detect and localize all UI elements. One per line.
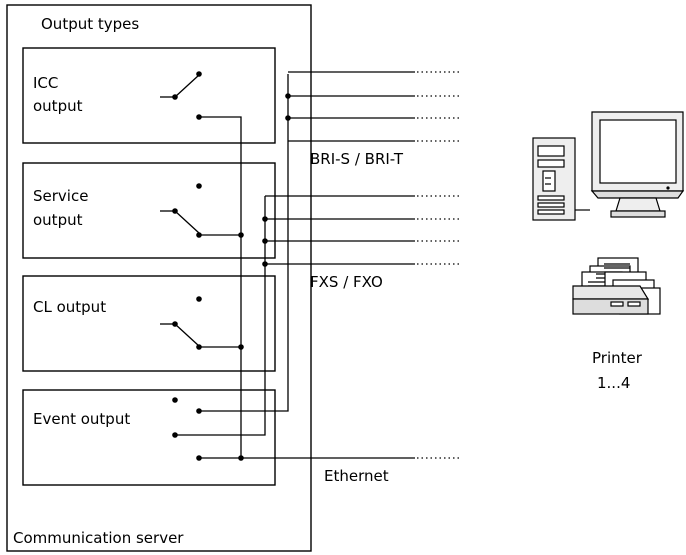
icc-output-label-line2: output	[33, 97, 83, 115]
service-output-box	[22, 162, 276, 259]
communication-server-box	[6, 4, 312, 552]
event-output-box	[22, 389, 276, 486]
event-output-label: Event output	[33, 410, 131, 428]
printer-range-label: 1...4	[597, 374, 631, 392]
computer-icon	[532, 111, 685, 221]
fxs-label: FXS / FXO	[310, 273, 383, 291]
printer-stack-icon	[572, 257, 661, 315]
cl-output-box	[22, 275, 276, 372]
output-types-title: Output types	[41, 15, 140, 33]
communication-server-label: Communication server	[13, 529, 184, 547]
ethernet-label: Ethernet	[324, 467, 389, 485]
icc-switch	[160, 71, 202, 120]
icc-output-box	[22, 47, 276, 144]
wiring	[199, 71, 462, 461]
service-output-label-line1: Service	[33, 187, 89, 205]
cl-output-label: CL output	[33, 298, 107, 316]
icc-output-label-line1: ICC	[33, 74, 59, 92]
bri-label: BRI-S / BRI-T	[310, 150, 403, 168]
service-switch	[160, 183, 202, 238]
cl-switch	[160, 296, 202, 350]
printer-label: Printer	[592, 349, 642, 367]
service-output-label-line2: output	[33, 211, 83, 229]
event-switch	[172, 397, 202, 461]
